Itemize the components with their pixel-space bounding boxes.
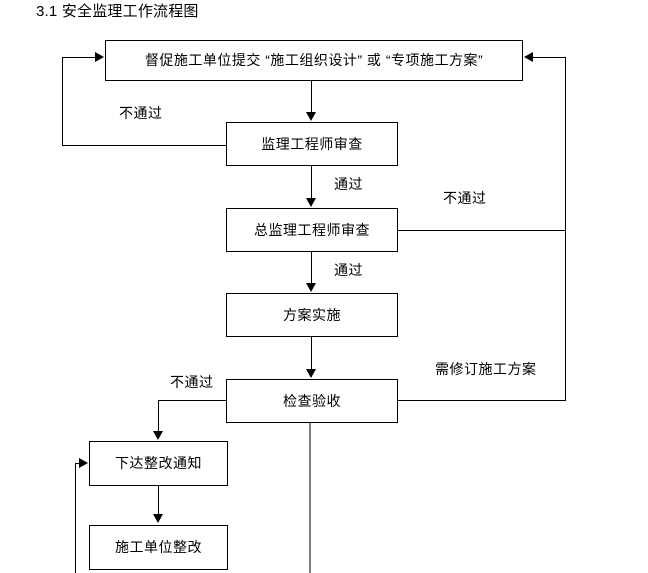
node-chief-engineer-review[interactable]: 总监理工程师审查 — [226, 208, 398, 252]
edge-engineer-reject-horizontal — [62, 145, 227, 146]
edge-engineer-reject-vertical — [62, 57, 63, 146]
edge-label-engineer-pass: 通过 — [334, 176, 363, 192]
node-chief-engineer-review-label: 总监理工程师审查 — [254, 221, 370, 238]
edge-contractor-feedback-vertical — [75, 463, 76, 573]
node-inspection-acceptance[interactable]: 检查验收 — [226, 379, 398, 423]
edge-inspection-reject-horizontal — [158, 400, 227, 401]
node-contractor-rectification-label: 施工单位整改 — [115, 539, 202, 556]
arrowhead-inspection-reject-to-notice — [153, 431, 163, 440]
arrowhead-submit-to-engineer — [306, 112, 316, 121]
edge-revise-plan-vertical — [565, 230, 566, 401]
edge-engineer-to-chief — [311, 166, 312, 199]
node-contractor-rectification[interactable]: 施工单位整改 — [89, 525, 228, 570]
arrowhead-engineer-reject-to-submit — [95, 52, 104, 62]
edge-implementation-to-inspection — [311, 337, 312, 370]
edge-label-revise-plan: 需修订施工方案 — [435, 361, 537, 377]
edge-label-chief-reject: 不通过 — [443, 190, 487, 206]
arrowhead-chief-reject-to-submit — [524, 52, 533, 62]
node-engineer-review-label: 监理工程师审查 — [261, 135, 363, 152]
edge-chief-to-implementation — [311, 252, 312, 285]
edge-chief-reject-horizontal — [398, 230, 566, 231]
edge-revise-plan-horizontal — [398, 400, 566, 401]
node-plan-implementation-label: 方案实施 — [283, 306, 341, 323]
arrowhead-chief-to-implementation — [306, 283, 316, 292]
node-rectification-notice[interactable]: 下达整改通知 — [89, 441, 228, 486]
node-plan-implementation[interactable]: 方案实施 — [226, 293, 398, 337]
edge-label-inspection-reject: 不通过 — [170, 374, 214, 390]
arrowhead-implementation-to-inspection — [306, 369, 316, 378]
edge-notice-to-contractor — [158, 486, 159, 514]
edge-label-engineer-reject: 不通过 — [119, 105, 163, 121]
edge-inspection-reject-vertical — [158, 400, 159, 432]
edge-chief-reject-return — [533, 57, 566, 58]
arrowhead-contractor-feedback-to-notice — [79, 458, 88, 468]
node-submit-label: 督促施工单位提交 “施工组织设计” 或 “专项施工方案” — [144, 52, 484, 69]
edge-engineer-reject-return — [62, 57, 96, 58]
arrowhead-engineer-to-chief — [306, 198, 316, 207]
edge-inspection-downward-continuation — [309, 423, 311, 573]
arrowhead-notice-to-contractor — [153, 514, 163, 523]
edge-chief-reject-vertical — [565, 57, 566, 231]
edge-submit-to-engineer — [311, 81, 312, 113]
node-submit[interactable]: 督促施工单位提交 “施工组织设计” 或 “专项施工方案” — [105, 40, 523, 81]
page-title: 3.1 安全监理工作流程图 — [36, 3, 199, 20]
node-rectification-notice-label: 下达整改通知 — [115, 455, 202, 472]
edge-label-chief-pass: 通过 — [334, 262, 363, 278]
node-engineer-review[interactable]: 监理工程师审查 — [226, 122, 398, 166]
node-inspection-acceptance-label: 检查验收 — [283, 392, 341, 409]
